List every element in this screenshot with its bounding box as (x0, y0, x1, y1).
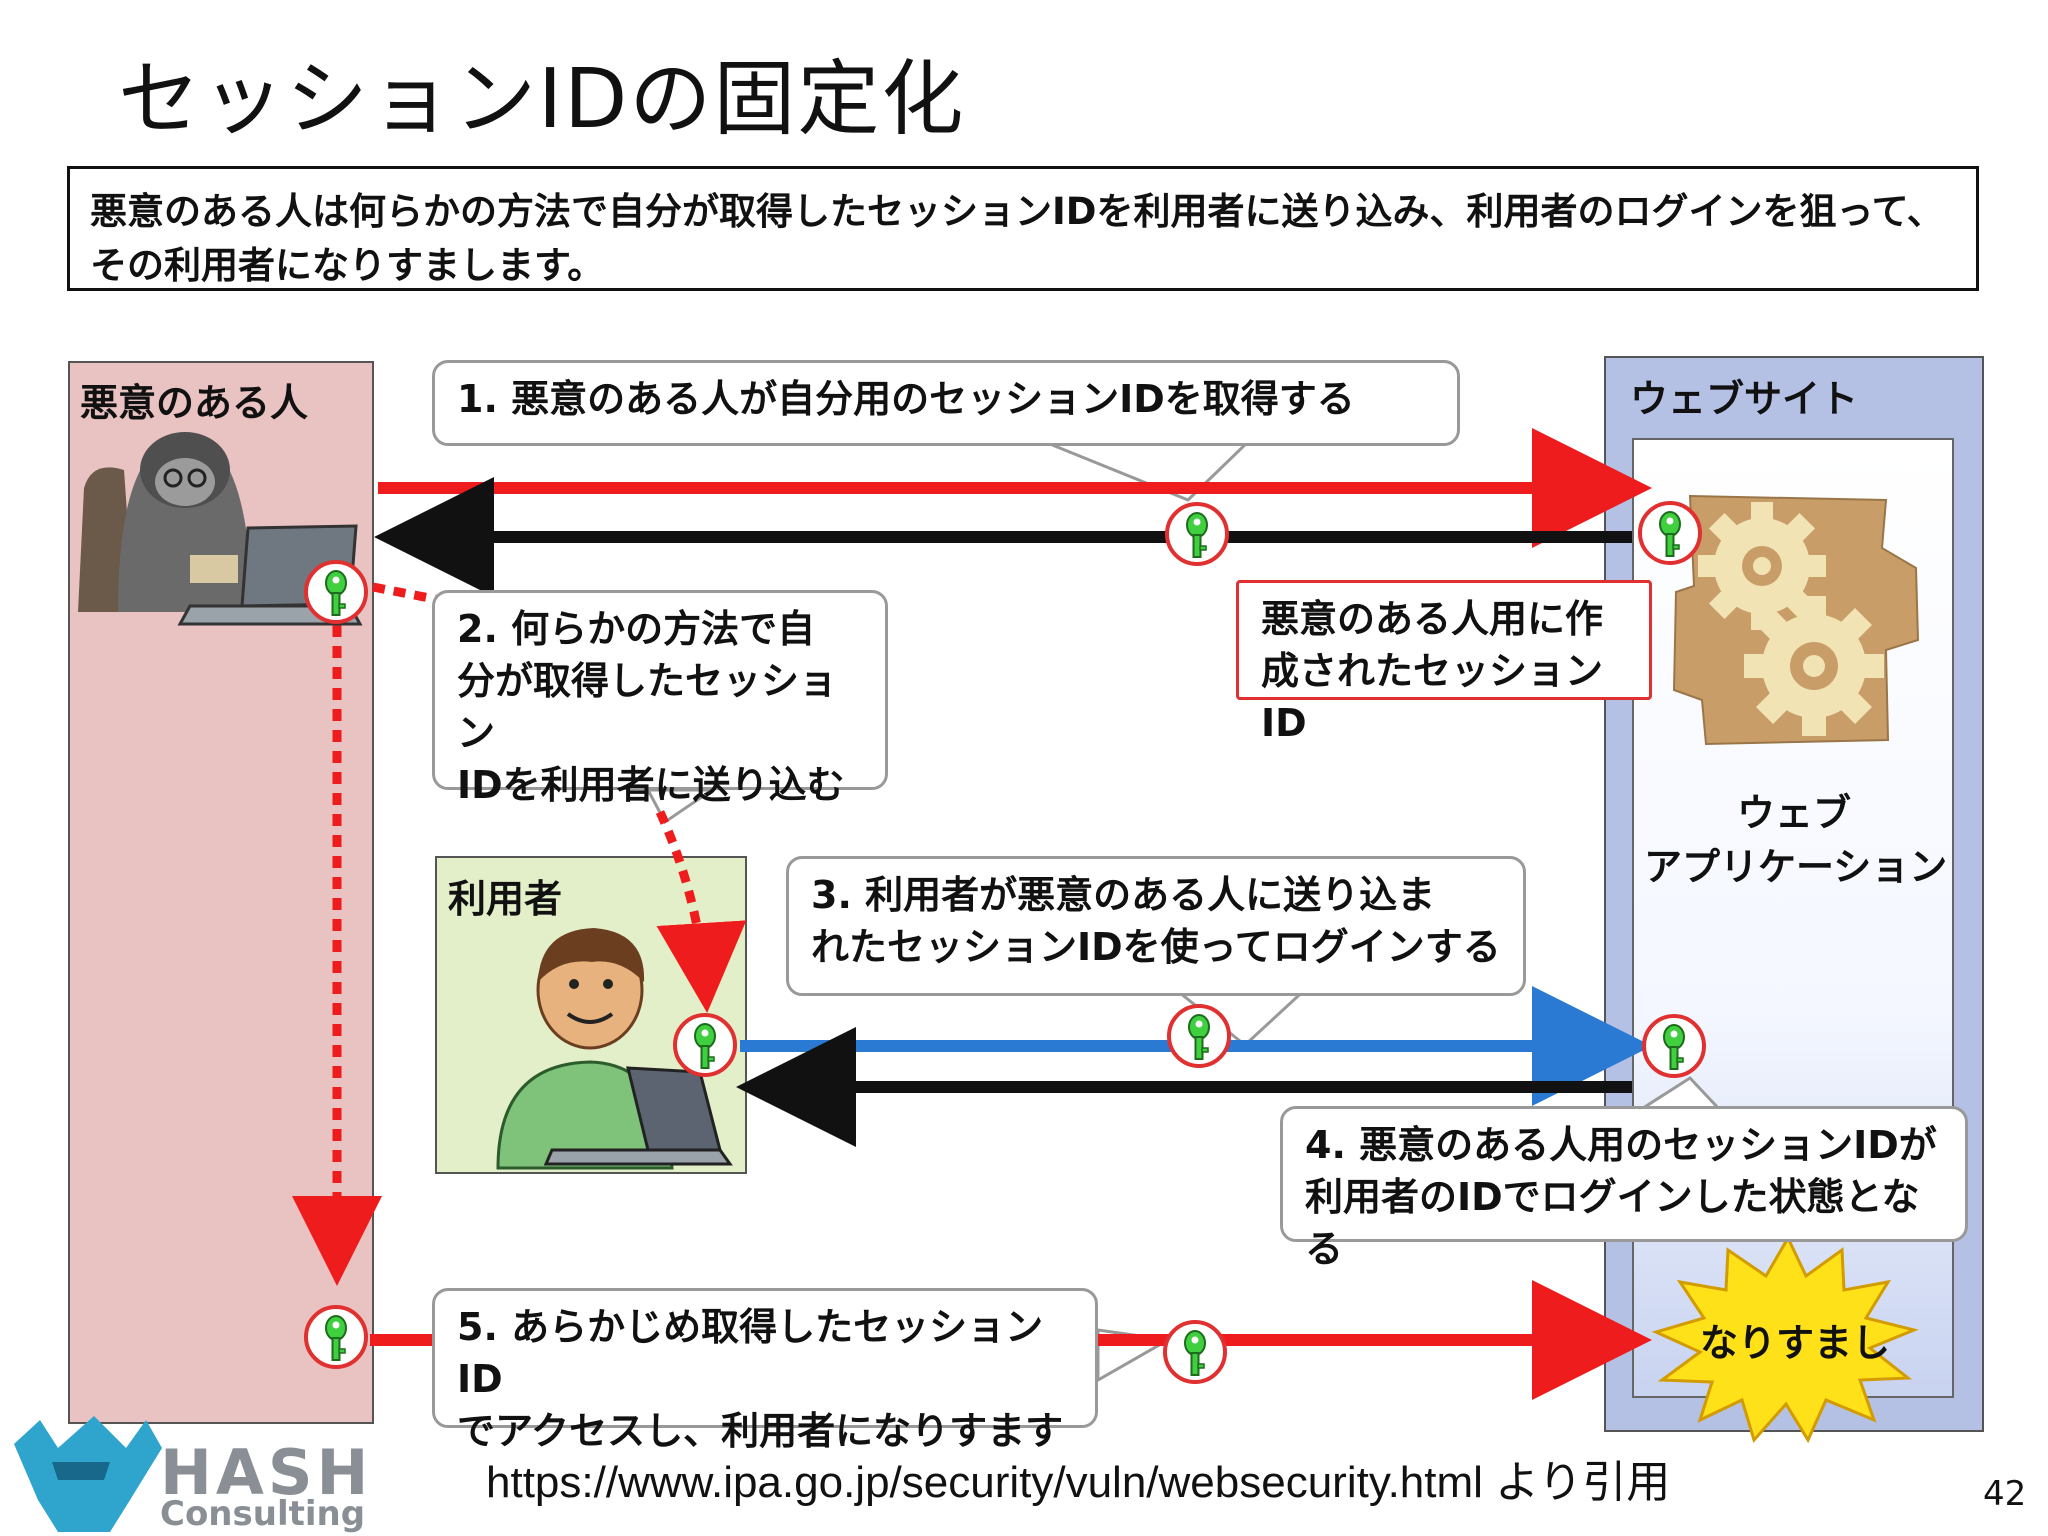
key-icon (1163, 1320, 1227, 1384)
callout-line: 分が取得したセッション (457, 659, 838, 755)
callout-step-2: 2. 何らかの方法で自 分が取得したセッション IDを利用者に送り込む (432, 590, 888, 807)
web-application-label: ウェブ アプリケーション (1644, 786, 1948, 894)
dotted-attacker-to-callout (372, 582, 441, 605)
key-icon (304, 1305, 368, 1369)
key-icon (1165, 502, 1229, 566)
callout-line: 利用者のIDでログインした状態となる (1305, 1175, 1920, 1271)
gear-icon (1744, 596, 1884, 736)
key-icon (1642, 1014, 1706, 1078)
impersonation-starburst (1651, 1234, 1919, 1444)
callout-line: 5. あらかじめ取得したセッションID (457, 1305, 1044, 1401)
callout-step-3: 3. 利用者が悪意のある人に送り込ま れたセッションIDを使ってログインする (786, 856, 1526, 996)
hash-logo-icon (14, 1416, 162, 1532)
gear-box-illustration (1672, 494, 1920, 746)
key-icon (673, 1013, 737, 1077)
impersonation-label: なりすまし (1700, 1321, 1891, 1365)
website-label: ウェブサイト (1630, 377, 1859, 421)
page-number: 42 (1983, 1474, 2027, 1514)
session-id-note: 悪意のある人用に作 成されたセッションID (1236, 580, 1652, 745)
key-icon (304, 560, 368, 624)
callout-step-5: 5. あらかじめ取得したセッションID でアクセスし、利用者になりすます (432, 1288, 1098, 1453)
slide-title: セッションIDの固定化 (118, 52, 966, 147)
callout-line: IDを利用者に送り込む (457, 763, 845, 807)
callout-line: れたセッションIDを使ってログインする (811, 925, 1501, 969)
callout-step-1: 1. 悪意のある人が自分用のセッションIDを取得する (432, 360, 1460, 446)
note-line: 悪意のある人用に作 (1261, 597, 1604, 641)
source-citation: https://www.ipa.go.jp/security/vuln/webs… (486, 1458, 1671, 1507)
callout-line: 2. 何らかの方法で自 (457, 607, 816, 651)
summary-box: 悪意のある人は何らかの方法で自分が取得したセッションIDを利用者に送り込み、利用… (67, 166, 1979, 291)
key-icon (1638, 501, 1702, 565)
logo-word-consulting: Consulting (160, 1494, 366, 1534)
user-illustration (496, 928, 733, 1170)
dotted-callout-to-user (655, 810, 747, 1013)
callout-step-4: 4. 悪意のある人用のセッションIDが 利用者のIDでログインした状態となる (1280, 1106, 1968, 1271)
callout-line: 3. 利用者が悪意のある人に送り込ま (811, 873, 1436, 917)
callout-line: 4. 悪意のある人用のセッションIDが (1305, 1123, 1937, 1167)
app-label-line: アプリケーション (1644, 845, 1948, 889)
logo-word-hash: HASH (160, 1436, 373, 1509)
callout-line: 1. 悪意のある人が自分用のセッションIDを取得する (457, 377, 1355, 421)
app-label-line: ウェブ (1736, 791, 1851, 835)
key-icon (1167, 1004, 1231, 1068)
callout-line: でアクセスし、利用者になりすます (457, 1409, 1064, 1453)
attacker-label: 悪意のある人 (80, 381, 309, 425)
user-label: 利用者 (448, 877, 563, 921)
attacker-illustration (78, 432, 363, 626)
note-line: 成されたセッションID (1261, 649, 1604, 745)
